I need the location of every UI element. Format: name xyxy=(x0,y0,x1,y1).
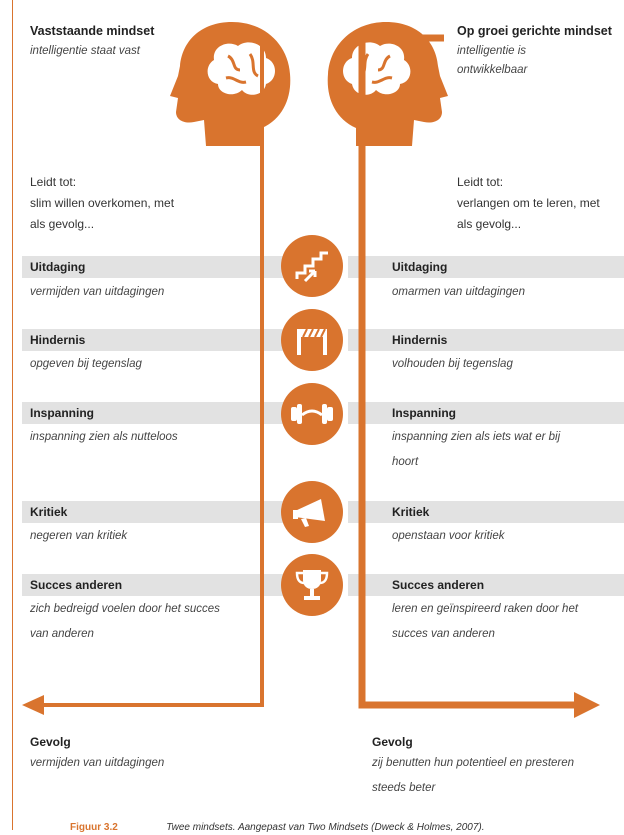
figure-caption-text: Twee mindsets. Aangepast van Two Mindset… xyxy=(166,822,485,833)
fixed-row-desc-inspanning: inspanning zien als nutteloos xyxy=(30,431,178,443)
growth-row-band-succes-anderen: Succes anderen xyxy=(348,574,624,596)
fixed-row-desc-hindernis: opgeven bij tegenslag xyxy=(30,358,142,370)
fixed-result-label: Gevolg xyxy=(30,735,71,749)
page-margin-rule xyxy=(12,0,13,830)
fixed-row-band-succes-anderen: Succes anderen xyxy=(22,574,286,596)
fixed-row-desc-uitdaging: vermijden van uitdagingen xyxy=(30,286,165,298)
growth-mindset-leads-to: Leidt tot: verlangen om te leren, met al… xyxy=(457,175,600,231)
fixed-mindset-leads-to: Leidt tot: slim willen overkomen, met al… xyxy=(30,175,175,231)
growth-row-band-kritiek: Kritiek xyxy=(348,501,624,523)
fixed-mindset-title: Vaststaande mindset xyxy=(30,24,155,38)
fixed-row-band-kritiek: Kritiek xyxy=(22,501,286,523)
trophy-icon xyxy=(281,554,343,616)
fixed-row-desc-kritiek: negeren van kritiek xyxy=(30,530,128,542)
figure-caption: Figuur 3.2 Twee mindsets. Aangepast van … xyxy=(70,817,485,835)
fixed-row-band-hindernis: Hindernis xyxy=(22,329,286,351)
growth-row-desc-uitdaging: omarmen van uitdagingen xyxy=(392,286,525,298)
growth-result-label: Gevolg xyxy=(372,735,413,749)
fixed-mindset-subtitle: intelligentie staat vast xyxy=(30,45,140,57)
right-arrowhead-icon xyxy=(574,692,600,718)
megaphone-icon xyxy=(281,481,343,543)
growth-mindset-subtitle: intelligentie is ontwikkelbaar xyxy=(457,45,528,76)
growth-result-text: zij benutten hun potentieel en presteren… xyxy=(372,757,575,794)
growth-row-band-inspanning: Inspanning xyxy=(348,402,624,424)
left-arrowhead-icon xyxy=(22,695,44,715)
growth-row-desc-hindernis: volhouden bij tegenslag xyxy=(392,358,513,370)
figure-caption-label: Figuur 3.2 xyxy=(70,822,118,833)
fixed-result-text: vermijden van uitdagingen xyxy=(30,757,165,769)
growth-row-band-hindernis: Hindernis xyxy=(348,329,624,351)
dumbbell-icon xyxy=(281,383,343,445)
growth-mindset-title: Op groei gerichte mindset xyxy=(457,24,612,38)
growth-row-desc-kritiek: openstaan voor kritiek xyxy=(392,530,505,542)
fixed-row-band-uitdaging: Uitdaging xyxy=(22,256,286,278)
growth-row-band-uitdaging: Uitdaging xyxy=(348,256,624,278)
fixed-mindset-brain-icon xyxy=(207,42,275,95)
hurdle-icon xyxy=(281,309,343,371)
fixed-row-band-inspanning: Inspanning xyxy=(22,402,286,424)
stairs-icon xyxy=(281,235,343,297)
